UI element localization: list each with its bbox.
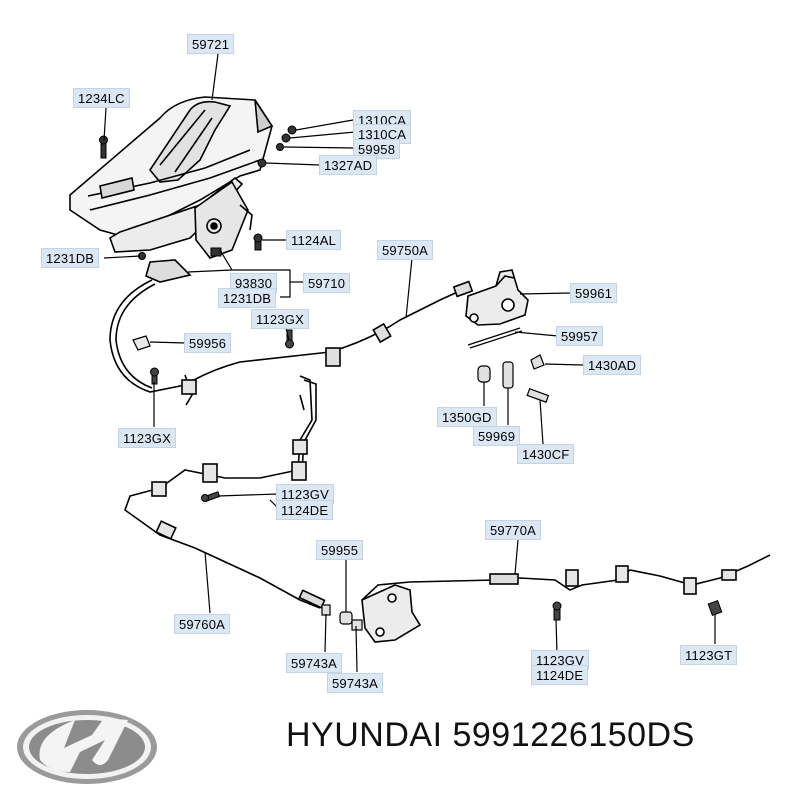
- equalizer-59961: [465, 269, 529, 326]
- lever-bracket: [109, 176, 253, 283]
- callout-1124AL: 1124AL: [286, 230, 342, 250]
- callout-1231DB-a: 1231DB: [41, 248, 100, 268]
- cable-59760A: [124, 375, 326, 609]
- cable-59770A: [361, 554, 771, 633]
- rear-fasteners: [552, 600, 723, 621]
- callout-1123GX-b: 1123GX: [118, 428, 176, 448]
- callout-1124DE-a: 1124DE: [276, 500, 334, 520]
- callout-1234LC: 1234LC: [73, 88, 130, 108]
- callout-59961: 59961: [570, 283, 618, 303]
- bolt-1124DE: [201, 491, 221, 502]
- callout-1430CF: 1430CF: [517, 444, 575, 464]
- callout-59956: 59956: [184, 333, 232, 353]
- callout-59955: 59955: [316, 540, 364, 560]
- equalizer-parts: [477, 354, 550, 403]
- callout-1430AD: 1430AD: [583, 355, 642, 375]
- callout-1123GV-a: 1123GV: [276, 484, 334, 504]
- fittings-59743A: [321, 604, 363, 631]
- leader-lines: [103, 53, 716, 673]
- callout-59750A: 59750A: [377, 240, 434, 260]
- callout-1327AD: 1327AD: [319, 155, 378, 175]
- clip-59956: [132, 335, 151, 351]
- part-number-caption: HYUNDAI 5991226150DS: [286, 716, 695, 754]
- bolts-1123GX: [150, 329, 294, 385]
- callout-59743A-b: 59743A: [327, 673, 384, 693]
- callout-1231DB-b: 1231DB: [218, 288, 277, 308]
- callout-59721: 59721: [187, 34, 235, 54]
- callout-59770A: 59770A: [485, 520, 542, 540]
- console-fasteners: [99, 125, 297, 260]
- rear-bracket: [361, 584, 422, 643]
- callout-59958: 59958: [353, 139, 401, 159]
- pin-59957: [467, 327, 523, 349]
- callout-59760A: 59760A: [174, 614, 231, 634]
- callout-1124DE-b: 1124DE: [531, 665, 589, 685]
- callout-1350GD: 1350GD: [437, 407, 497, 427]
- callout-59710: 59710: [303, 273, 351, 293]
- console-cover: [69, 96, 274, 236]
- cable-59750A: [109, 279, 474, 406]
- callout-59969: 59969: [473, 426, 521, 446]
- callout-1123GX-a: 1123GX: [251, 309, 309, 329]
- callout-59957: 59957: [556, 326, 604, 346]
- hyundai-logo: [17, 710, 157, 784]
- callout-1123GT: 1123GT: [680, 645, 738, 665]
- callout-59743A-a: 59743A: [286, 653, 343, 673]
